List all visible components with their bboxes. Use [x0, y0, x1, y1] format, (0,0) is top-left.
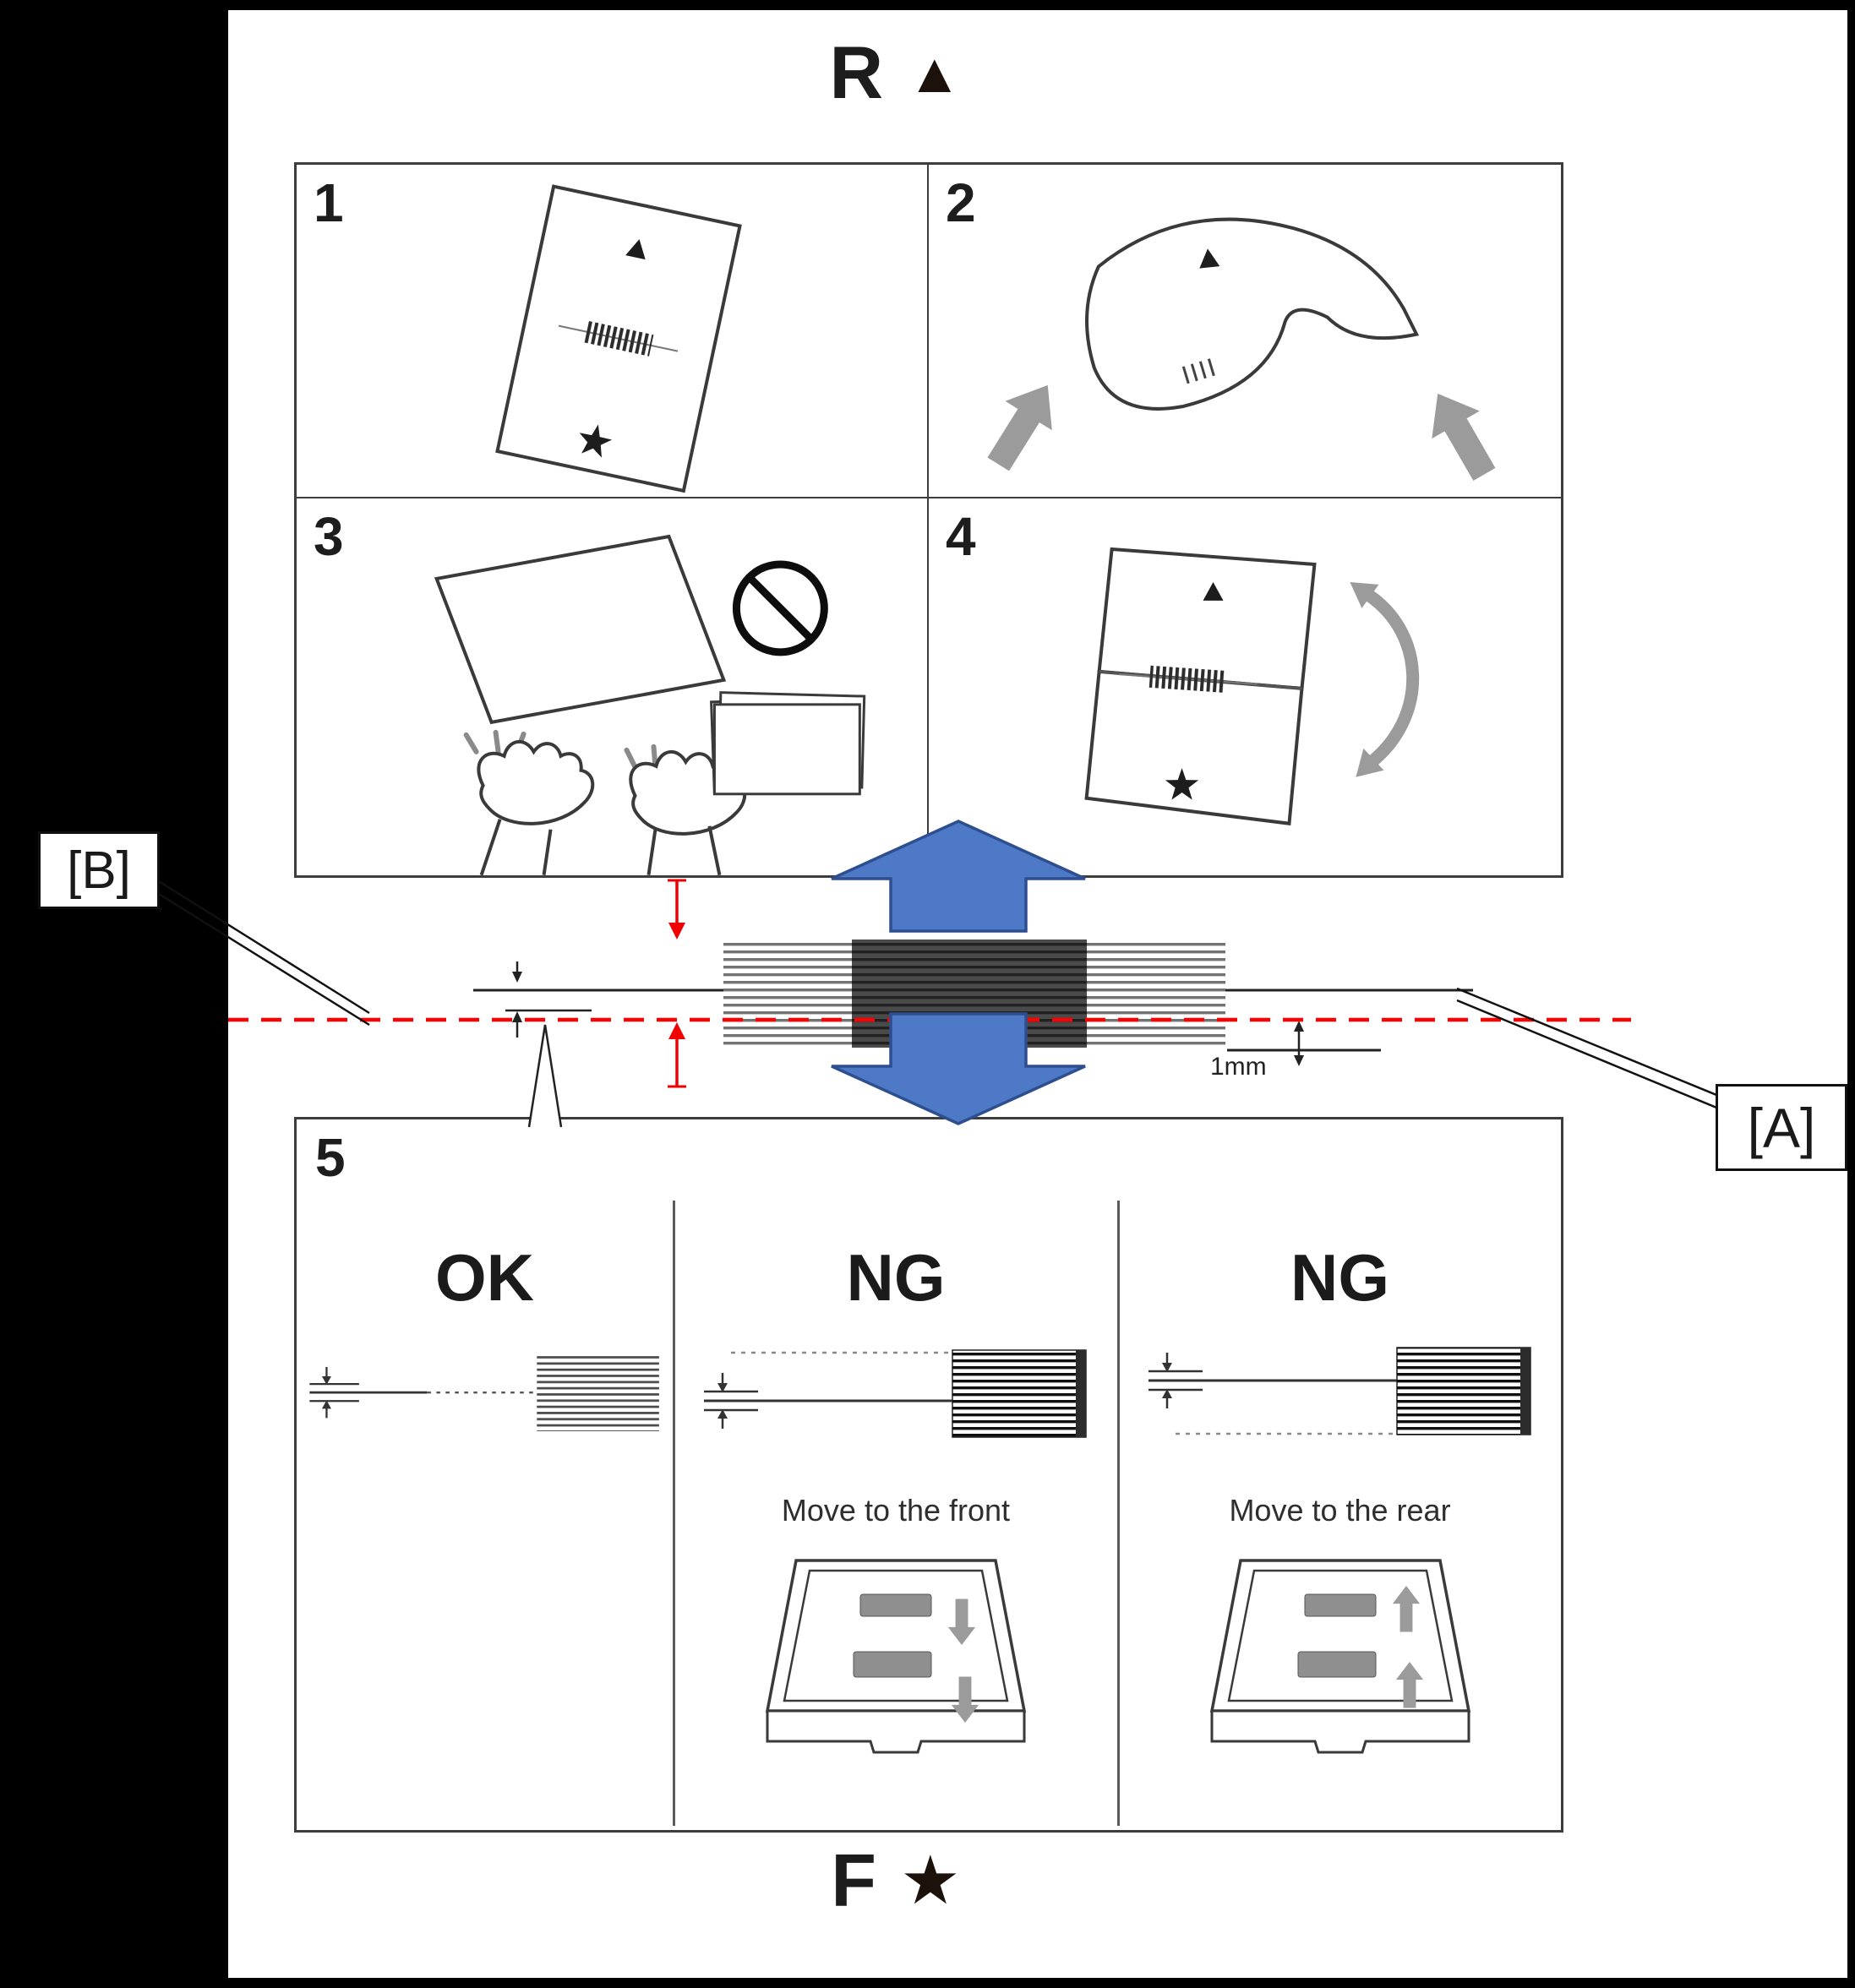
ng-front-label: NG	[846, 1240, 946, 1315]
ng-rear-label: NG	[1290, 1240, 1389, 1315]
triangle-up-icon: ▲	[907, 41, 963, 104]
paper-guide-front	[853, 1651, 932, 1678]
ok-diagram	[308, 1353, 659, 1431]
step-2-cell: 2	[929, 165, 1561, 499]
step-1-cell: 1	[297, 165, 929, 499]
star-icon: ★	[900, 1843, 961, 1918]
step-3-illustration	[434, 534, 866, 875]
callout-a: [A]	[1716, 1084, 1847, 1171]
step-3-cell: 3	[297, 498, 929, 875]
paper-guide-front	[1297, 1651, 1376, 1678]
front-edge-marker: F ★	[744, 1844, 1048, 1918]
column-divider	[673, 1201, 675, 1826]
callout-b: [B]	[38, 831, 160, 909]
callout-a-label: [A]	[1747, 1096, 1816, 1159]
step-1-number: 1	[314, 172, 344, 233]
left-hand	[477, 740, 595, 826]
paper-guide-rear	[859, 1593, 932, 1617]
lift-arrow-right-icon	[1413, 379, 1509, 488]
tray-front-illustration	[765, 1559, 1027, 1754]
ng-rear-diagram	[1148, 1347, 1531, 1435]
front-marker-letter: F	[831, 1838, 877, 1922]
density-patch	[582, 320, 654, 357]
motion-marks	[463, 730, 658, 771]
step-4-illustration	[1084, 547, 1420, 826]
tray-floor	[783, 1569, 1009, 1702]
tray-floor	[1226, 1569, 1454, 1702]
tray-front-face	[1210, 1709, 1470, 1754]
wrists	[479, 819, 722, 875]
ok-label: OK	[435, 1240, 534, 1315]
curled-paper	[1085, 217, 1420, 411]
step-2-illustration	[974, 217, 1509, 488]
adjustment-panel: 5 OK NG	[294, 1117, 1563, 1833]
steps-panel: 1 2	[294, 162, 1563, 878]
step-4-number: 4	[946, 506, 976, 568]
lift-arrow-left-icon	[974, 370, 1072, 479]
one-mm-label: 1mm	[1210, 1053, 1267, 1081]
step-1-illustration	[495, 184, 742, 493]
step-3-number: 3	[314, 506, 344, 568]
folded-paper-front	[1084, 669, 1304, 826]
density-patch-hint	[1181, 358, 1215, 384]
ng-front-column: NG Move to the front	[674, 1119, 1117, 1830]
paper-guide-rear	[1304, 1593, 1376, 1617]
tray-front-face	[766, 1709, 1026, 1754]
step-4-cell: 4	[929, 498, 1561, 875]
move-front-caption: Move to the front	[781, 1493, 1011, 1528]
ng-rear-column: NG Move to the rear	[1119, 1119, 1561, 1830]
ok-column: OK	[297, 1119, 673, 1830]
step-5-number: 5	[315, 1127, 346, 1188]
ng-front-diagram	[704, 1349, 1087, 1438]
prohibition-icon	[732, 560, 828, 656]
folded-paper-back	[1097, 547, 1317, 691]
rear-edge-marker: R ▲	[744, 35, 1048, 110]
loose-paper-stack	[710, 691, 866, 796]
callout-b-label: [B]	[67, 841, 131, 900]
tray-rear-illustration	[1209, 1559, 1470, 1754]
density-patch	[1118, 666, 1258, 694]
column-divider	[1117, 1201, 1120, 1826]
step-2-number: 2	[946, 172, 976, 233]
fanned-paper	[434, 534, 727, 725]
rear-marker-letter: R	[829, 30, 884, 114]
move-rear-caption: Move to the rear	[1229, 1493, 1451, 1528]
rotate-arrow-icon	[1350, 582, 1420, 778]
